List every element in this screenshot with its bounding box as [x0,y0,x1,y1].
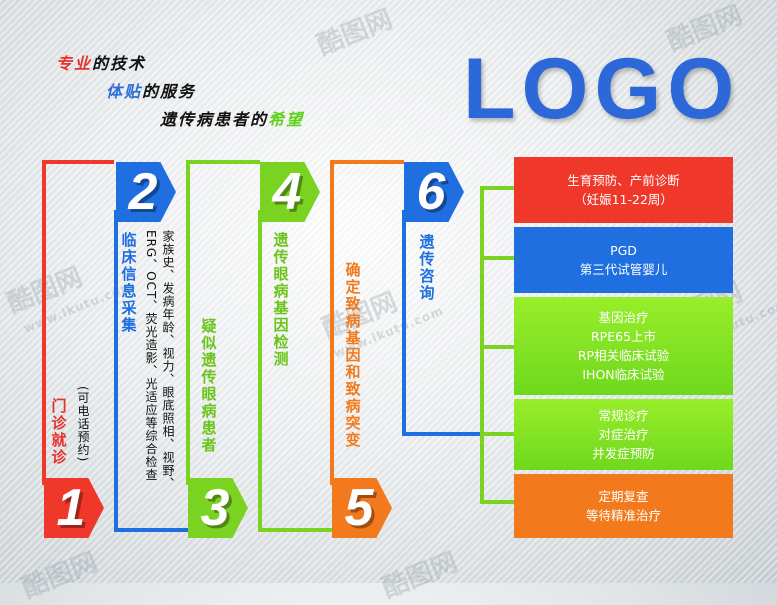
outcome-5-line-2: 等待精准治疗 [585,508,661,523]
outcome-3-line-2: RPE65上市 [590,329,657,344]
outcome-prenatal-diagnosis: 生育预防、产前诊断 （妊娠11-22周） [514,157,733,223]
outcome-2-line-2: 第三代试管婴儿 [579,262,668,277]
outcome-4-line-2: 对症治疗 [598,427,649,442]
outcome-2-line-1: PGD [610,243,637,258]
tagline-2-highlight: 体贴 [106,82,143,101]
step-1-connector [42,160,46,485]
outcome-1-line-2: （妊娠11-22周） [574,192,673,207]
tagline-2-rest: 的服务 [142,82,197,101]
watermark-brand: 酷图网 [18,547,102,605]
outcome-1-line-1: 生育预防、产前诊断 [567,173,680,188]
tagline-1: 专业的技术 [56,50,146,74]
step-5-title: 确定致病基因和致病突变 [343,262,362,449]
logo: LOGO [463,41,741,137]
step-5-number: 5 [344,479,374,537]
step-1-marker: 1 [44,478,104,538]
step-2-connector [114,210,118,532]
step-4-connector-bottom [258,528,332,532]
outcome-pgd: PGD 第三代试管婴儿 [514,227,733,293]
step-3-marker: 3 [188,478,248,538]
step-4-title: 遗传眼病基因检测 [271,232,290,368]
step-5-connector-top [330,160,404,164]
step-3-title: 疑似遗传眼病患者 [199,318,218,454]
step-1-title: 门诊就诊 [49,398,68,466]
step-6-title: 遗传咨询 [417,234,436,302]
step-3-connector-top [186,160,260,164]
outcome-branch-1 [480,186,514,190]
step-2-marker: 2 [116,162,176,222]
step-2-details-line-2: ERG、OCT、荧光造影、光适应等综合检查 [144,230,158,482]
step-4-marker: 4 [260,162,320,222]
step-2-connector-bottom [114,528,188,532]
step-6-connector-bottom [402,432,480,436]
step-3-connector [186,160,190,485]
tagline-3: 遗传病患者的希望 [160,106,304,130]
outcome-3-line-4: IHON临床试验 [582,367,665,382]
step-6-connector [402,210,406,436]
tagline-2: 体贴的服务 [106,78,196,102]
outcome-3-line-1: 基因治疗 [598,310,649,325]
outcome-5-line-1: 定期复查 [598,489,649,504]
step-2-title: 临床信息采集 [119,232,138,334]
step-2-number: 2 [128,163,158,221]
step-4-number: 4 [272,163,302,221]
watermark-brand: 酷图网 [313,4,397,62]
step-5-marker: 5 [332,478,392,538]
tagline-1-rest: 的技术 [92,54,147,73]
outcome-branch-3 [480,345,514,349]
step-5-connector [330,160,334,485]
step-3-number: 3 [200,479,230,537]
watermark-url: www.ikutu.com [21,278,136,336]
step-4-connector [258,210,262,532]
outcome-4-line-1: 常规诊疗 [598,408,649,423]
step-1-connector-top [42,160,114,164]
tagline-1-highlight: 专业 [56,54,93,73]
step-2-details-line-1: 家族史、发病年龄、视力、眼底照相、视野、 [161,230,175,490]
outcome-4-line-3: 并发症预防 [592,446,655,461]
outcome-branch-4 [480,432,514,436]
outcome-3-line-3: RP相关临床试验 [577,348,670,363]
step-1-number: 1 [56,479,86,537]
outcome-follow-up: 定期复查 等待精准治疗 [514,474,733,538]
outcome-branch-5 [480,500,514,504]
step-6-number: 6 [416,163,446,221]
step-6-marker: 6 [404,162,464,222]
outcome-routine-care: 常规诊疗 对症治疗 并发症预防 [514,399,733,470]
outcome-branch-2 [480,256,514,260]
tagline-3-highlight: 希望 [268,110,305,129]
step-1-note: (可电话预约) [76,386,90,463]
tagline-3-rest: 遗传病患者的 [160,110,269,129]
outcome-gene-therapy: 基因治疗 RPE65上市 RP相关临床试验 IHON临床试验 [514,297,733,395]
watermark-brand: 酷图网 [378,547,462,605]
